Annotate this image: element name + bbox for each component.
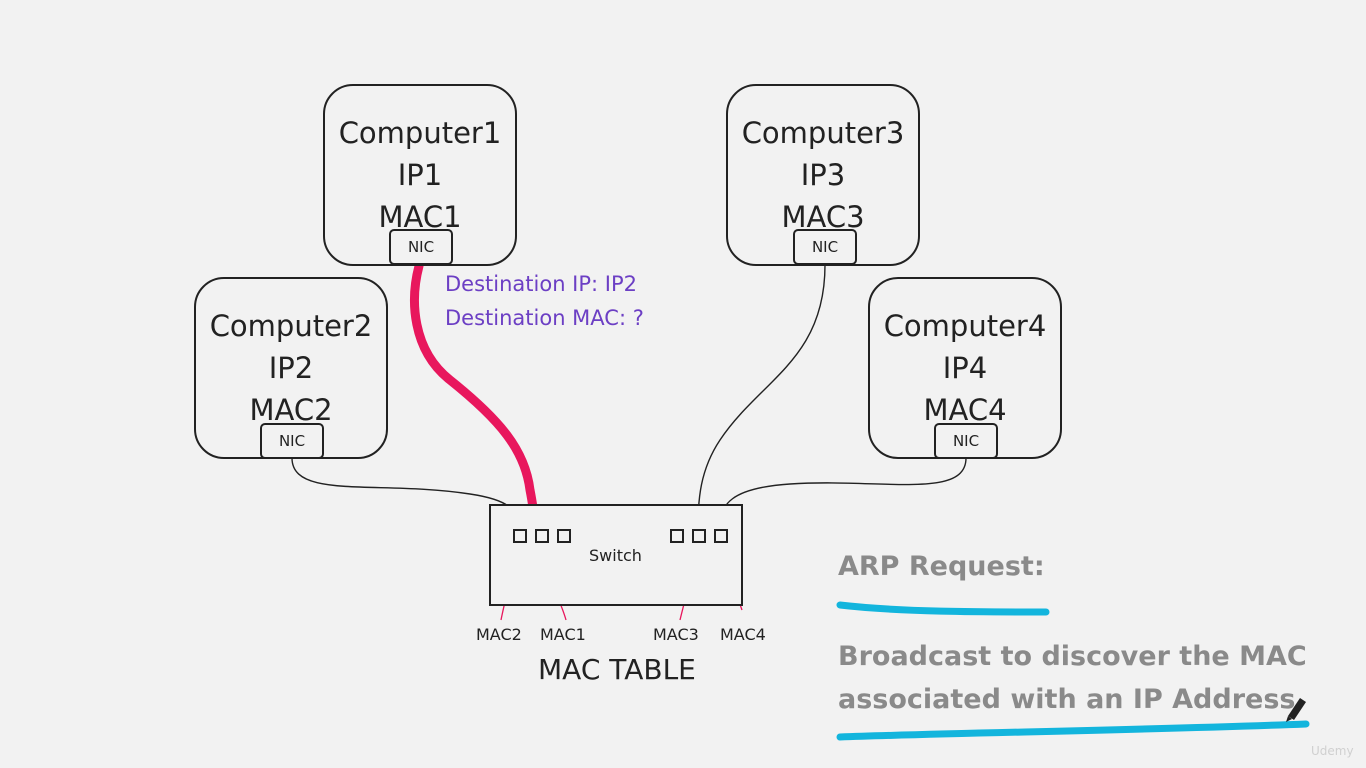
notes-line-2: associated with an IP Address [838,684,1296,715]
switch-label: Switch [589,546,642,565]
mac-label-mac1: MAC1 [540,625,586,644]
mac-label-mac4: MAC4 [720,625,766,644]
computer2-nic: NIC [260,423,324,459]
computer3-nic: NIC [793,229,857,265]
switch-port-1 [513,529,527,543]
switch-port-3 [557,529,571,543]
computer2-mac: MAC2 [249,393,333,427]
computer2-name: Computer2 [209,309,373,343]
computer3-ip: IP3 [800,158,846,192]
destination-ip-label: Destination IP: IP2 [445,272,638,296]
arp-request-heading: ARP Request: [838,551,1045,582]
computer4-ip: IP4 [942,351,988,385]
switch-port-2 [535,529,549,543]
computer4-mac: MAC4 [923,393,1007,427]
computer3-mac: MAC3 [781,200,865,234]
mac-label-mac2: MAC2 [476,625,522,644]
switch-box: Switch [489,504,743,606]
switch-port-6 [714,529,728,543]
mac-label-mac3: MAC3 [653,625,699,644]
destination-mac-label: Destination MAC: ? [445,306,644,330]
computer1-nic: NIC [389,229,453,265]
underline-heading [836,601,1050,616]
cable-computer3 [697,264,826,528]
switch-port-5 [692,529,706,543]
computer3-name: Computer3 [741,116,905,150]
underline-notes [836,720,1310,741]
mac-table-title: MAC TABLE [538,653,696,686]
computer4-name: Computer4 [883,309,1047,343]
computer1-ip: IP1 [397,158,443,192]
computer1-name: Computer1 [338,116,502,150]
udemy-watermark: Udemy [1311,744,1354,758]
notes-line-1: Broadcast to discover the MAC [838,641,1307,672]
computer1-mac: MAC1 [378,200,462,234]
computer2-ip: IP2 [268,351,314,385]
computer4-nic: NIC [934,423,998,459]
switch-port-4 [670,529,684,543]
